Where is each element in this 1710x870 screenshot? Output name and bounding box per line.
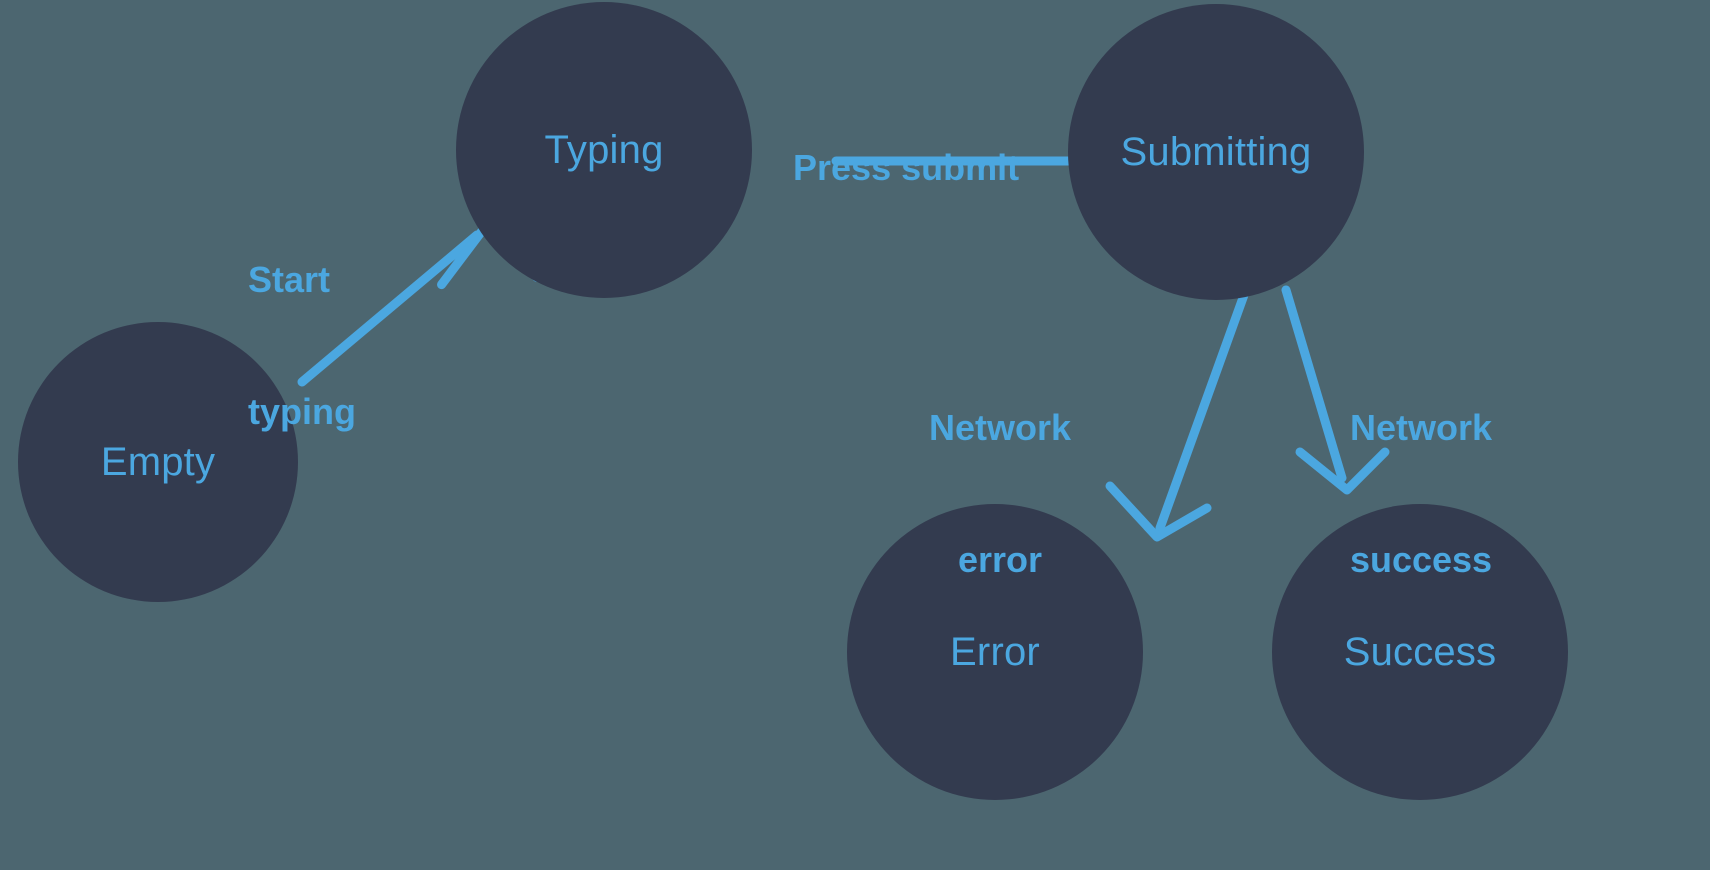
state-node-error[interactable]: Error <box>847 504 1143 800</box>
edge-label-network-error-line2: error <box>957 538 1043 580</box>
edge-network-error-arrowhead <box>1105 481 1212 542</box>
state-node-error-label: Error <box>950 630 1040 674</box>
state-node-submitting[interactable]: Submitting <box>1068 4 1364 300</box>
edge-label-press-submit: Press submit <box>793 58 1019 278</box>
state-node-success[interactable]: Success <box>1272 504 1568 800</box>
state-node-submitting-label: Submitting <box>1120 130 1312 174</box>
edge-label-start-typing-line1: Start <box>248 258 331 300</box>
edge-label-start-typing: Start typing <box>248 170 356 521</box>
edge-network-success-arrowhead <box>1295 447 1390 495</box>
edge-label-network-success-line2: success <box>1349 538 1493 580</box>
state-node-empty-label: Empty <box>100 440 216 484</box>
state-node-empty[interactable]: Empty <box>18 322 298 602</box>
state-node-success-label: Success <box>1343 630 1497 674</box>
edge-start-typing-line <box>297 230 482 387</box>
edge-label-start-typing-line2: typing <box>248 390 356 432</box>
edge-label-network-error: Network error <box>918 318 1082 669</box>
edge-network-success-line <box>1281 285 1347 483</box>
edge-network-error <box>1105 290 1249 542</box>
edge-network-success <box>1281 285 1390 495</box>
edge-label-network-success: Network success <box>1339 318 1503 669</box>
state-node-typing-label: Typing <box>544 128 664 172</box>
state-node-typing[interactable]: Typing <box>456 2 752 298</box>
edge-label-network-success-line1: Network <box>1349 406 1493 448</box>
edge-label-press-submit-line1: Press submit <box>793 146 1020 188</box>
edge-network-error-line <box>1155 290 1249 533</box>
edge-label-network-error-line1: Network <box>928 406 1072 448</box>
